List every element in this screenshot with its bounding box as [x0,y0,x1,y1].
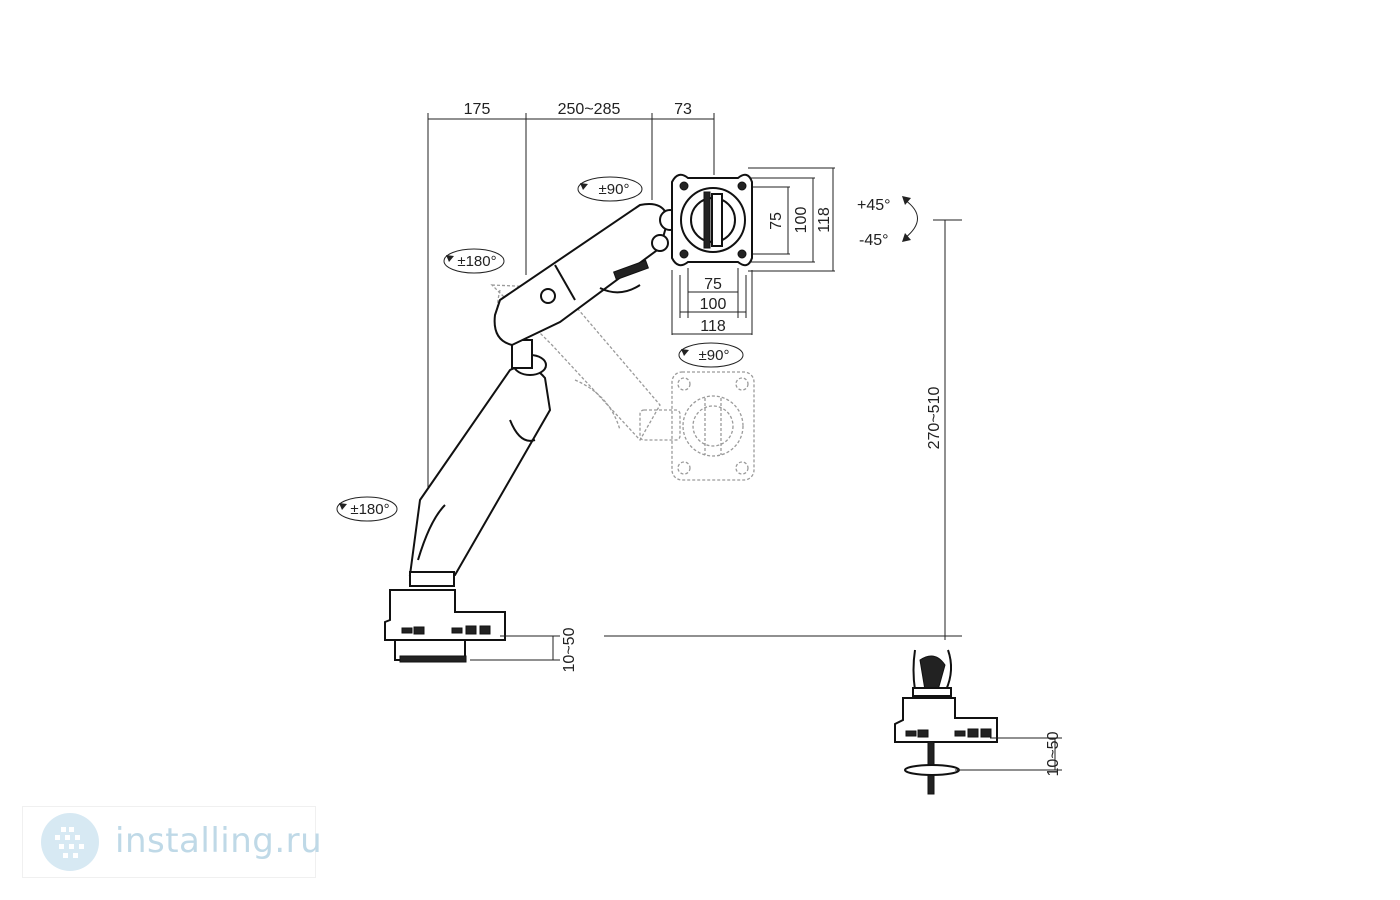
grommet-mount [894,649,998,795]
dimension-arm-reach: 250~285 [558,101,621,118]
watermark-text: installing.ru [115,821,323,861]
rotation-badge-upper-arm: ±180° [443,248,505,274]
dimension-head-depth: 73 [674,101,692,118]
monitor-arm [384,173,753,663]
rotation-badge-head-bottom: ±90° [678,342,744,368]
dimension-vesa-75-horizontal: 75 [704,276,722,293]
tilt-arrowhead-bottom-icon [902,233,911,242]
dimension-vesa-100-vertical: 100 [793,207,810,234]
dimension-vesa-75-vertical: 75 [768,212,785,230]
top-dimension-lines [427,113,715,500]
label-head-rotate-bottom: ±90° [699,347,730,364]
ghost-arm-position [490,284,755,481]
tilt-arrowhead-icon [902,196,911,205]
label-tilt-up: +45° [857,197,891,214]
label-upper-arm-swivel: ±180° [457,253,496,270]
dimension-clamp-right: 10~50 [1045,731,1062,776]
dimension-clamp-left: 10~50 [561,627,578,672]
tilt-arrow-icon [904,199,918,239]
label-tilt-down: -45° [859,232,889,249]
vesa-horizontal-dimension-lines [671,268,753,335]
dimension-vesa-118-horizontal: 118 [700,318,726,335]
dimension-arm-base-offset: 175 [464,101,491,118]
vesa-vertical-dimension-lines [738,167,835,272]
installing-logo-icon [41,813,99,871]
clamp-dimension-right-lines [955,737,1062,771]
label-head-rotate-top: ±90° [599,181,630,198]
clamp-dimension-left-lines [470,635,560,661]
dimension-vesa-118-vertical: 118 [816,207,833,233]
rotation-badge-head-top: ±90° [577,176,643,202]
watermark: installing.ru [22,806,322,878]
dimension-height-range: 270~510 [926,387,943,450]
dimension-vesa-100-horizontal: 100 [700,296,727,313]
rotation-badge-lower-arm: ±180° [336,496,398,522]
height-dimension-lines [604,219,962,640]
label-lower-arm-swivel: ±180° [350,501,389,518]
